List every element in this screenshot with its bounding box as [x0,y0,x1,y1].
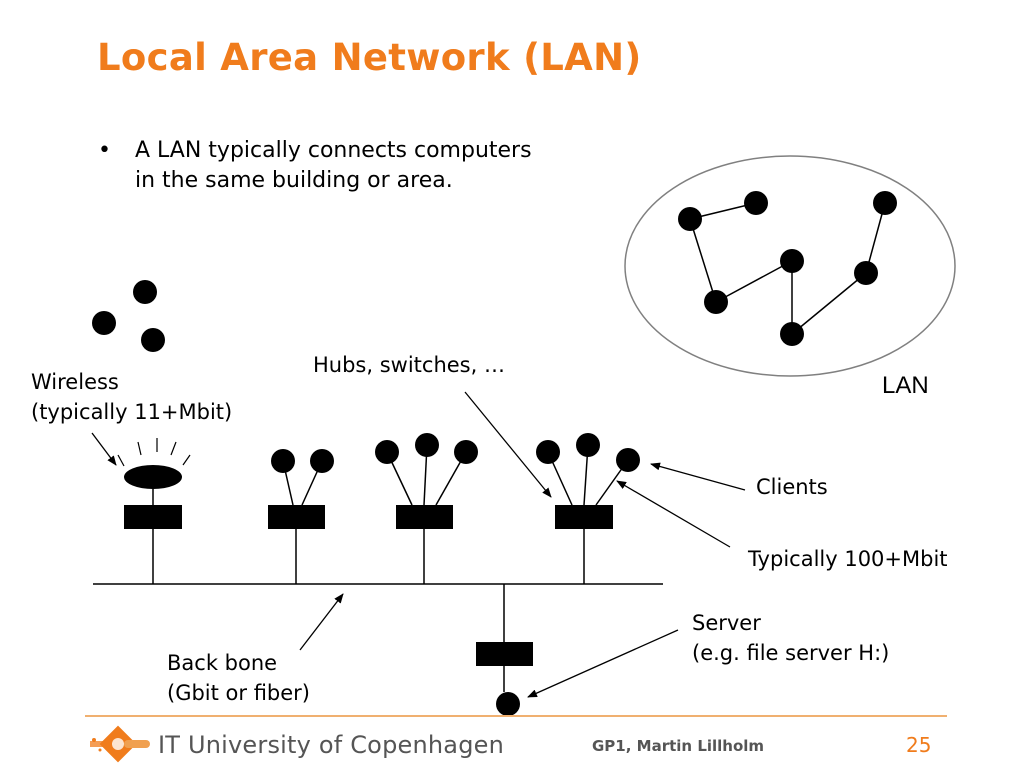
wireless-node [141,328,165,352]
lan-node [780,322,804,346]
lan-node [780,249,804,273]
hubs [124,505,613,666]
wireless-node [92,311,116,335]
server-node [496,692,520,716]
lan-node [873,191,897,215]
signal-waves-icon [117,438,191,467]
speed-label: Typically 100+Mbit [748,547,948,571]
lan-cluster [624,155,956,377]
server-hub-box [476,642,533,666]
annotation-arrows [91,391,746,698]
clients-arrow [650,462,746,491]
hub-box [124,505,182,529]
access-point-antenna [124,465,182,489]
wireless-arrow [91,432,117,466]
itu-logo-icon [90,725,150,763]
server-arrow [527,629,679,698]
hub-box [268,505,325,529]
lan-node [704,290,728,314]
backbone-label: Back bone (Gbit or fiber) [167,651,311,705]
lan-nodes [678,191,897,346]
wireless-access-point [117,438,191,505]
client-node [576,433,600,457]
client-node [616,448,640,472]
bullet-text: A LAN typically connects computers in th… [135,138,532,193]
footer-divider [85,715,947,717]
lan-node [678,207,702,231]
hub-drops [152,529,585,692]
slide-title: Local Area Network (LAN) [97,36,642,79]
footer-course: GP1, Martin Lillholm [592,737,765,755]
wireless-node [133,280,157,304]
backbone-arrow [299,593,344,651]
lan-node [854,261,878,285]
clients-label: Clients [756,475,828,499]
lan-node [744,191,768,215]
wireless-devices [92,280,165,352]
page-number: 25 [906,733,932,757]
hubs-switches-label: Hubs, switches, … [313,353,505,377]
wireless-label: Wireless (typically 11+Mbit) [31,370,233,424]
hub-box [555,505,613,529]
client-node [375,440,399,464]
footer-organization: IT University of Copenhagen [158,731,505,759]
hubs-arrow [464,391,552,498]
clients [271,433,640,716]
client-node [271,449,295,473]
client-node [310,449,334,473]
lan-links [689,202,886,335]
speed-arrow [616,480,731,548]
client-node [415,433,439,457]
client-node [454,440,478,464]
hub-box [396,505,453,529]
lan-label: LAN [882,372,929,399]
client-node [536,440,560,464]
lan-boundary [624,155,956,377]
bullet-marker: • [98,138,111,163]
server-label: Server (e.g. file server H:) [692,611,890,665]
